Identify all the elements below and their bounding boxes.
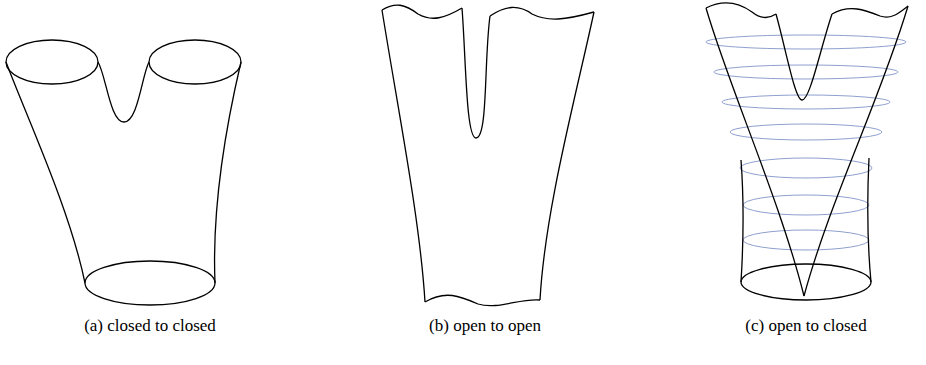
closed-closed-worldsheet [6,40,241,305]
panel-caption: (b) open to open [427,316,543,336]
open-closed-worldsheet [706,3,908,300]
panel-caption: (c) open to closed [743,316,868,336]
open-open-worldsheet [382,5,594,306]
panel-caption: (a) closed to closed [82,316,218,336]
